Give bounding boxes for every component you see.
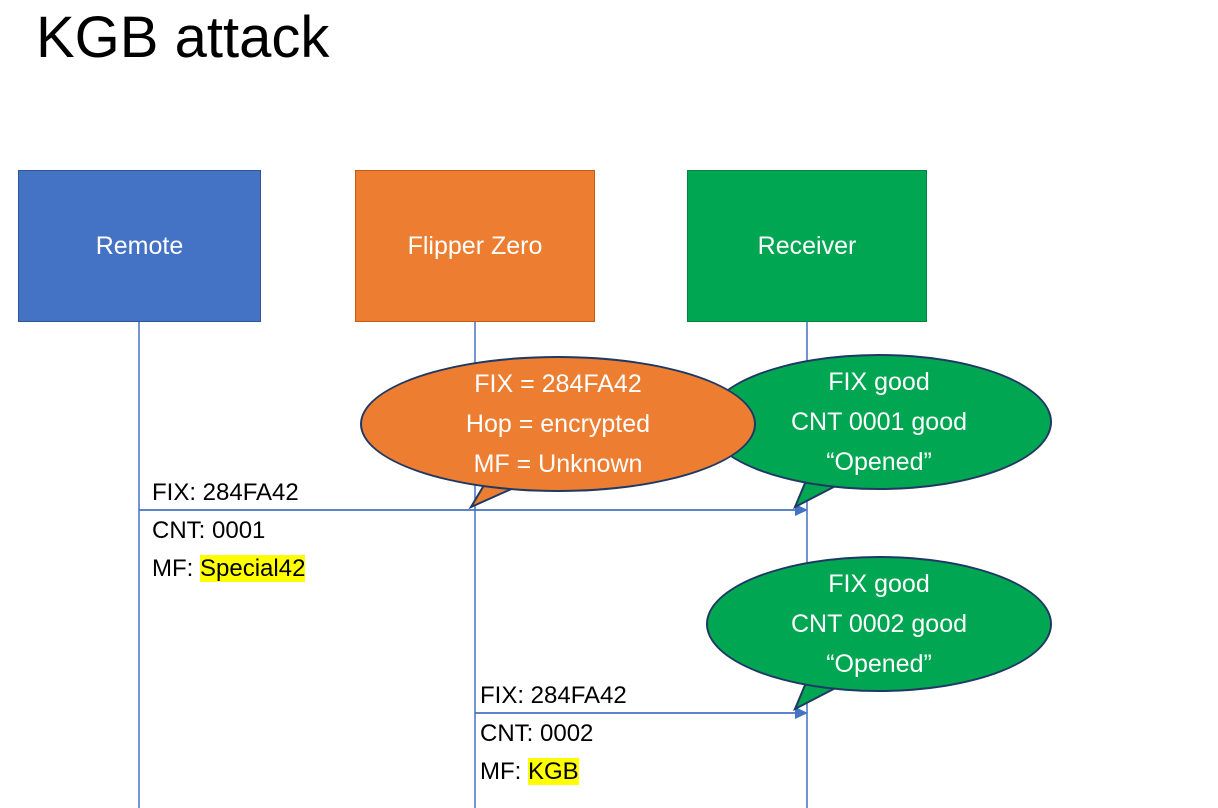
message-1-mf: MF: Special42 xyxy=(152,550,306,588)
message-1-cnt: CNT: 0001 xyxy=(152,517,266,544)
callout-line: CNT 0002 good xyxy=(790,610,968,638)
message-2-mf-value: KGB xyxy=(528,758,579,785)
message-1-mf-prefix: MF: xyxy=(152,555,200,582)
message-1-mf-value: Special42 xyxy=(200,555,306,582)
callout-line: “Opened” xyxy=(826,448,932,476)
message-2-labels: FIX: 284FA42 CNT: 0002 MF: KGB xyxy=(480,677,627,791)
callout-line: MF = Unknown xyxy=(473,450,643,478)
message-2-cnt: CNT: 0002 xyxy=(480,720,594,747)
message-2-mf-prefix: MF: xyxy=(480,758,528,785)
callout-line: FIX = 284FA42 xyxy=(474,370,642,398)
message-2-fix: FIX: 284FA42 xyxy=(480,682,627,709)
actor-box-remote: Remote xyxy=(18,170,261,322)
actor-label-flipper-zero: Flipper Zero xyxy=(407,231,543,260)
callout-receiver-1: FIX good CNT 0001 good “Opened” xyxy=(706,354,1052,490)
arrowhead-icon xyxy=(795,504,808,516)
callout-receiver-2: FIX good CNT 0002 good “Opened” xyxy=(706,556,1052,692)
arrowhead-icon xyxy=(795,707,808,719)
actor-box-receiver: Receiver xyxy=(687,170,927,322)
message-arrow-1 xyxy=(139,504,808,516)
message-2-mf: MF: KGB xyxy=(480,753,627,791)
callout-line: FIX good xyxy=(828,570,930,598)
actor-box-flipper-zero: Flipper Zero xyxy=(355,170,595,322)
slide-title: KGB attack xyxy=(36,5,330,70)
actor-label-receiver: Receiver xyxy=(757,231,857,260)
actor-label-remote: Remote xyxy=(95,231,184,260)
callout-line: CNT 0001 good xyxy=(790,408,968,436)
callout-line: FIX good xyxy=(828,368,930,396)
message-1-fix: FIX: 284FA42 xyxy=(152,479,299,506)
callout-line: “Opened” xyxy=(826,650,932,678)
callout-line: Hop = encrypted xyxy=(465,410,651,438)
message-arrow-2 xyxy=(475,707,808,719)
callout-flipper-analysis: FIX = 284FA42 Hop = encrypted MF = Unkno… xyxy=(360,356,756,492)
message-1-labels: FIX: 284FA42 CNT: 0001 MF: Special42 xyxy=(152,474,306,588)
